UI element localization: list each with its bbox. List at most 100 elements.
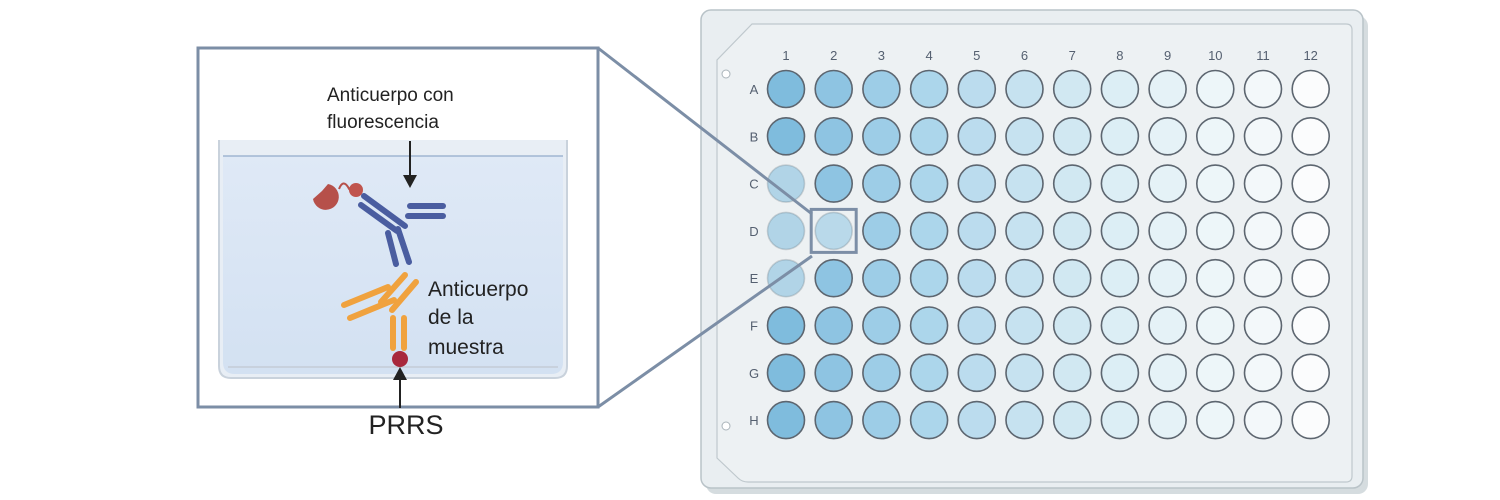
well-F12 [1291,306,1330,345]
well-D8 [1100,211,1140,251]
well-E6 [1005,258,1044,298]
plate-notch-top [721,69,731,79]
well-F1 [766,306,806,345]
column-label: 11 [1256,48,1270,63]
sample-antibody-label-line-1: Anticuerpo [428,278,528,301]
well-G10 [1196,353,1235,393]
well-E12 [1291,258,1330,298]
well-C7 [1052,164,1092,203]
well-G5 [957,353,997,393]
well-C4 [909,164,949,203]
row-label: D [749,224,758,239]
well-A5 [957,69,997,109]
fluorescent-antibody [313,182,446,267]
detection-antibody-stem-2 [395,226,412,265]
well-liquid [223,156,563,374]
well-D4 [909,211,949,251]
well-F11 [1243,306,1283,345]
fluorophore-dot [349,183,363,197]
well-G2 [814,353,854,393]
well-G6 [1005,353,1044,393]
well-A9 [1148,69,1187,109]
wells-grid [766,69,1330,440]
sample-antibody-label-line-3: muestra [428,336,504,359]
well-H9 [1148,400,1187,440]
well-D2 [814,211,854,251]
well-D9 [1148,211,1187,251]
well-F3 [862,306,901,345]
well-H7 [1052,400,1092,440]
well-A6 [1005,69,1044,109]
sample-antibody-arm-1 [341,284,391,308]
sample-antibody-arm-3 [378,272,408,305]
well-D7 [1052,211,1092,251]
column-label: 10 [1208,48,1222,63]
well-H12 [1291,400,1330,440]
well-B4 [909,117,949,156]
antigen-label: PRRS [368,410,443,440]
well-C10 [1196,164,1235,203]
zoom-line-top [597,46,813,216]
well-G7 [1052,353,1092,393]
well-E5 [957,258,997,298]
detection-antibody-label-line-1: Anticuerpo con [327,85,454,106]
row-label: G [749,366,759,381]
row-label: B [750,129,759,144]
well-C3 [862,164,901,203]
detection-antibody-label-line-2: fluorescencia [327,112,439,133]
column-label: 12 [1303,48,1317,63]
column-label: 9 [1164,48,1171,63]
well-D3 [862,211,901,251]
well-H8 [1100,400,1140,440]
well-F5 [957,306,997,345]
well-G9 [1148,353,1187,393]
zoom-line-bottom [597,254,813,409]
column-label: 5 [973,48,980,63]
well-A7 [1052,69,1092,109]
prrs-antigen [392,351,408,367]
well-B1 [766,117,806,156]
column-label: 7 [1069,48,1076,63]
well-C2 [814,164,854,203]
column-label: 1 [782,48,789,63]
well-F4 [909,306,949,345]
well-G1 [766,353,806,393]
well-G8 [1100,353,1140,393]
sample-antibody-label: Anticuerpo de la muestra [428,278,534,359]
well-D6 [1005,211,1044,251]
well-A12 [1291,69,1330,109]
well-E10 [1196,258,1235,298]
well-G11 [1243,353,1283,393]
well-E7 [1052,258,1092,298]
well-B11 [1243,117,1283,156]
well-A4 [909,69,949,109]
detection-antibody-stem-1 [385,230,399,267]
well-A3 [862,69,901,109]
well-G4 [909,353,949,393]
well-E11 [1243,258,1283,298]
fluorophore-icon [313,184,339,210]
well-B5 [957,117,997,156]
well-B6 [1005,117,1044,156]
sample-antibody-arm-2 [347,297,397,321]
column-label: 8 [1116,48,1123,63]
well-H6 [1005,400,1044,440]
well-C8 [1100,164,1140,203]
well-D5 [957,211,997,251]
well-C12 [1291,164,1330,203]
row-label: E [750,271,759,286]
well-E3 [862,258,901,298]
well-B2 [814,117,854,156]
well-E8 [1100,258,1140,298]
sample-antibody-label-line-2: de la [428,306,474,329]
well-G12 [1291,353,1330,393]
well-C11 [1243,164,1283,203]
well-A1 [766,69,806,109]
well-F7 [1052,306,1092,345]
column-label: 2 [830,48,837,63]
well-H10 [1196,400,1235,440]
well-E4 [909,258,949,298]
well-H1 [766,400,806,440]
well-C5 [957,164,997,203]
